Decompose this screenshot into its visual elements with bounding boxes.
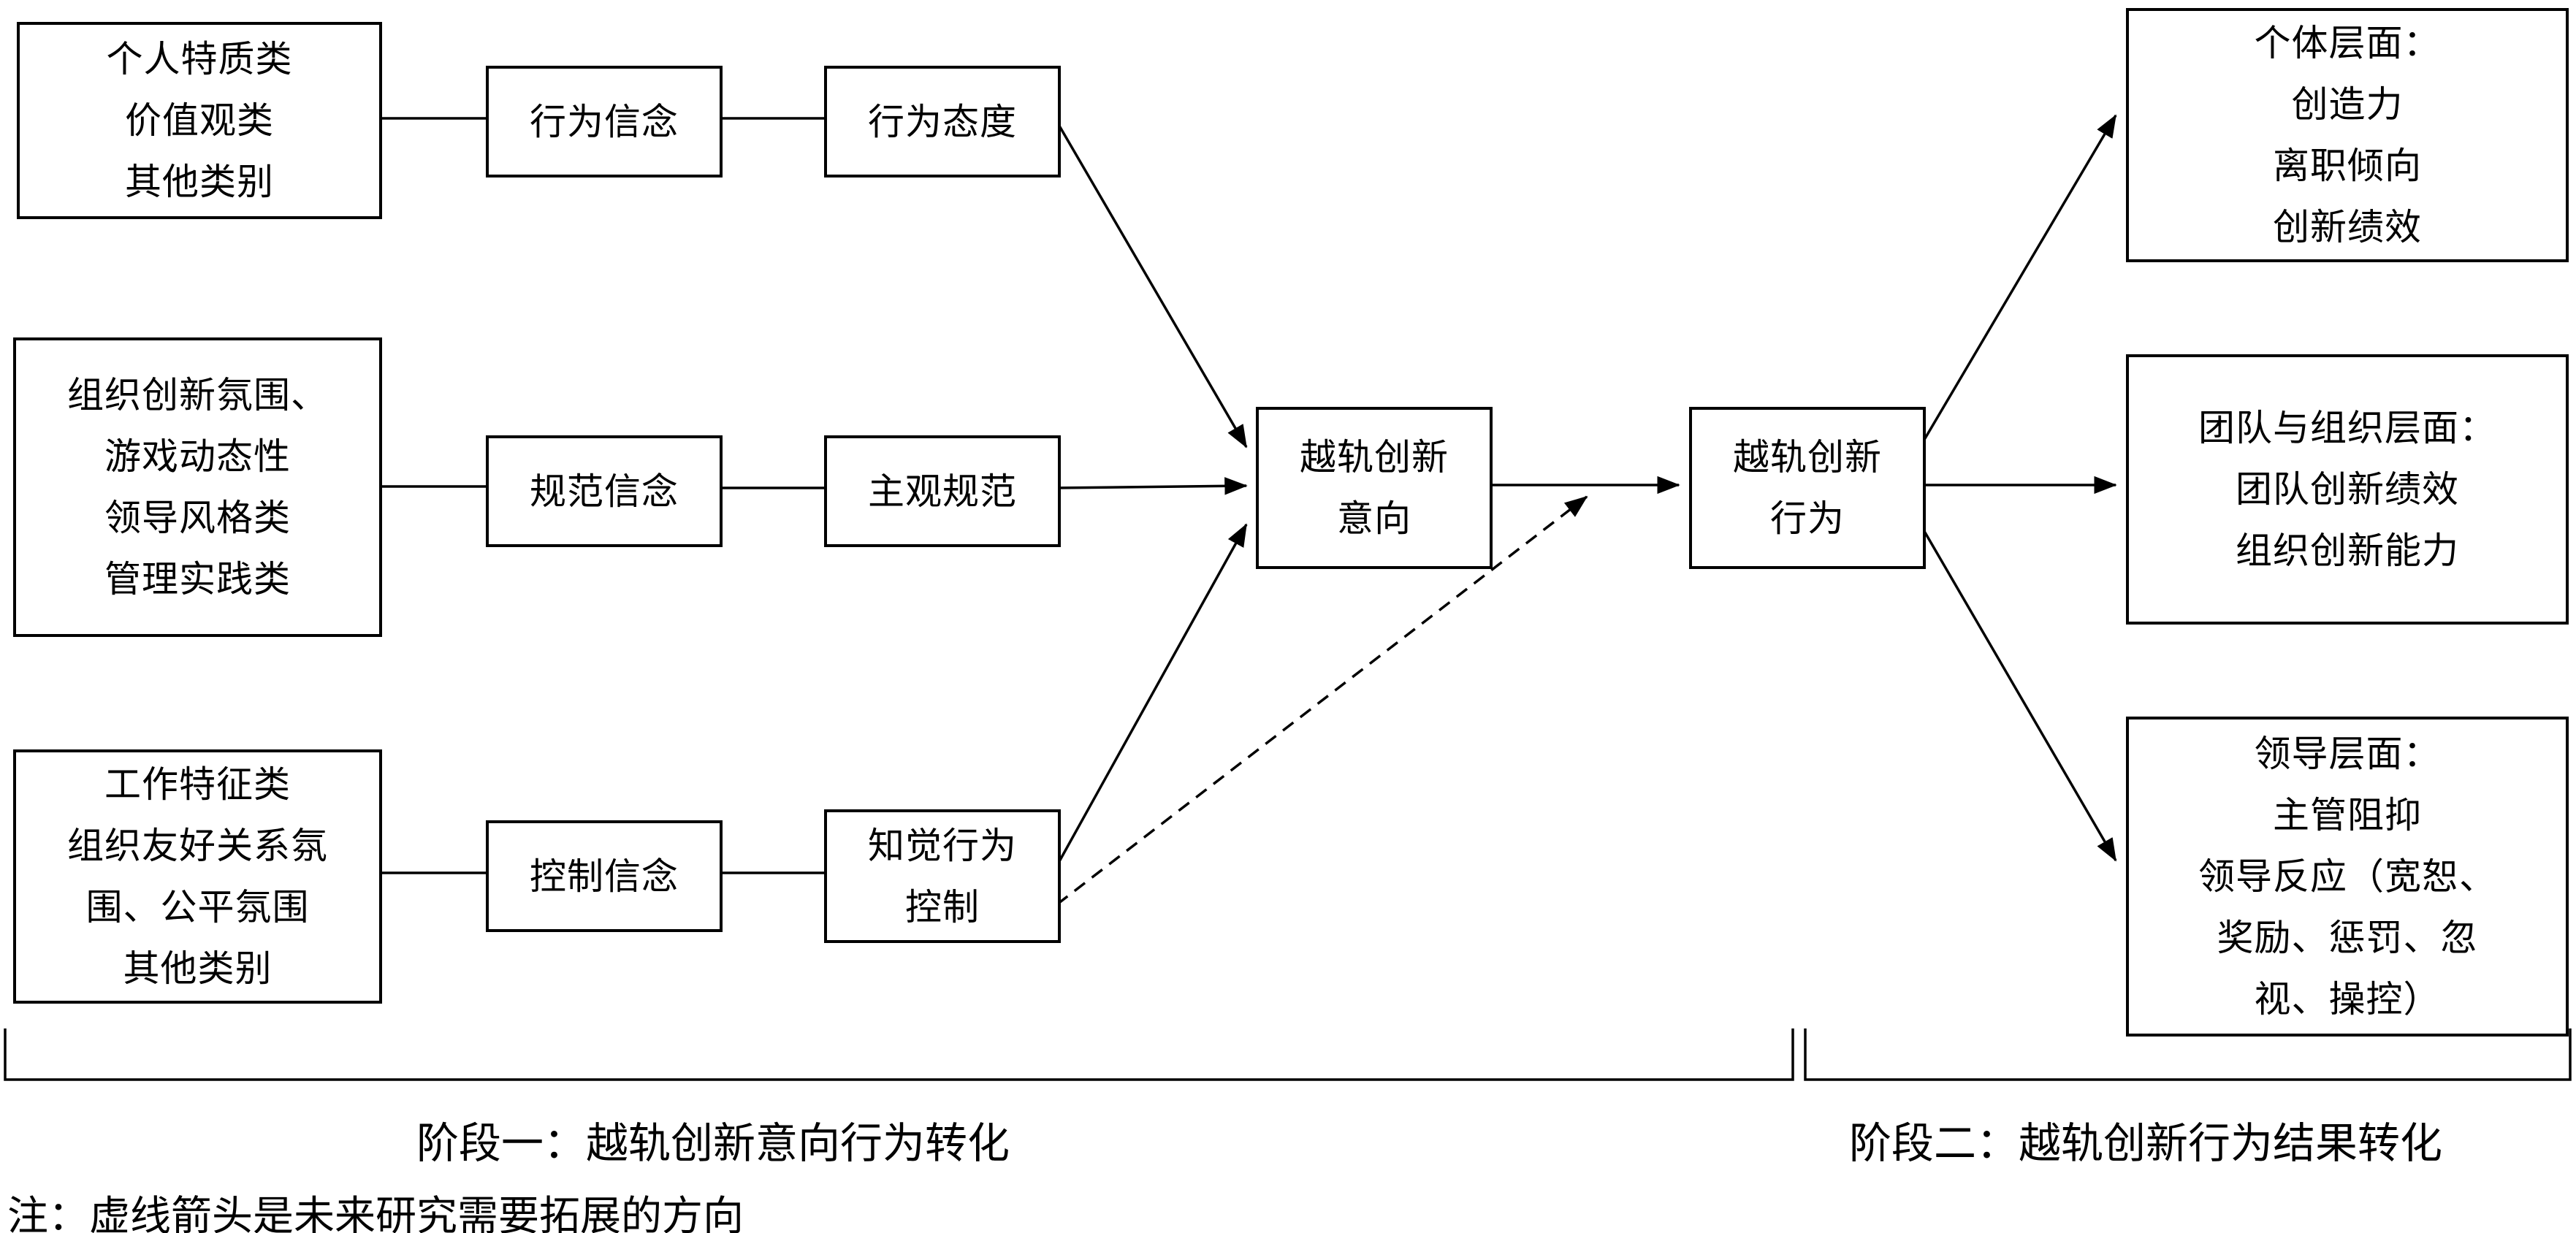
text-line: 价值观类 xyxy=(125,100,274,141)
text-line: 领导风格类 xyxy=(104,497,291,538)
box-control-beliefs: 控制信念 xyxy=(486,820,723,932)
text-line: 其他类别 xyxy=(123,948,273,989)
note-text: 注：虚线箭头是未来研究需要拓展的方向 xyxy=(7,1194,744,1233)
stage1-label: 阶段一：越轨创新意向行为转化 xyxy=(416,1120,1010,1167)
text-line: 意向 xyxy=(1337,498,1411,539)
box-leader-level-outcomes: 领导层面： 主管阻抑 领导反应（宽恕、 奖励、惩罚、忽 视、操控） xyxy=(2126,717,2569,1037)
box-behavioral-beliefs: 行为信念 xyxy=(486,66,723,177)
text-line: 越轨创新 xyxy=(1300,437,1449,478)
text-line: 工作特征类 xyxy=(104,764,291,805)
text-line: 视、操控） xyxy=(2254,979,2441,1020)
text-line: 创造力 xyxy=(2291,84,2404,125)
text-line: 离职倾向 xyxy=(2273,145,2422,186)
text-line: 围、公平氛围 xyxy=(85,887,310,928)
text-line: 行为态度 xyxy=(868,101,1017,142)
text-line: 控制 xyxy=(905,886,980,928)
text-line: 主管阻抑 xyxy=(2273,795,2422,836)
text-line: 管理实践类 xyxy=(104,559,291,600)
box-organizational-antecedents: 组织创新氛围、 游戏动态性 领导风格类 管理实践类 xyxy=(13,337,382,637)
text-line: 主观规范 xyxy=(868,470,1017,512)
text-line: 组织友好关系氛 xyxy=(67,825,328,866)
text-line: 越轨创新 xyxy=(1733,437,1882,478)
box-normative-beliefs: 规范信念 xyxy=(486,435,723,547)
text-line: 控制信念 xyxy=(530,855,679,897)
text-line: 知觉行为 xyxy=(868,825,1017,866)
connector-lines xyxy=(376,117,824,874)
text-line: 团队创新绩效 xyxy=(2236,469,2459,510)
text-line: 组织创新氛围、 xyxy=(67,375,328,416)
text-line: 行为 xyxy=(1770,498,1845,539)
text-line: 团队与组织层面： xyxy=(2198,408,2496,448)
box-personal-antecedents: 个人特质类 价值观类 其他类别 xyxy=(17,22,382,219)
box-attitude: 行为态度 xyxy=(824,66,1061,177)
text-line: 领导层面： xyxy=(2254,733,2441,774)
text-line: 个体层面： xyxy=(2254,23,2441,64)
box-perceived-behavioral-control: 知觉行为 控制 xyxy=(824,809,1061,943)
box-individual-level-outcomes: 个体层面： 创造力 离职倾向 创新绩效 xyxy=(2126,8,2569,262)
dashed-future-research-arrow xyxy=(1056,495,1588,906)
text-line: 组织创新能力 xyxy=(2236,530,2459,571)
box-deviant-innovation-behavior: 越轨创新 行为 xyxy=(1689,407,1926,569)
box-job-antecedents: 工作特征类 组织友好关系氛 围、公平氛围 其他类别 xyxy=(13,749,382,1004)
text-line: 领导反应（宽恕、 xyxy=(2198,856,2496,897)
text-line: 规范信念 xyxy=(530,470,679,512)
text-line: 奖励、惩罚、忽 xyxy=(2217,917,2478,958)
stage2-label: 阶段二：越轨创新行为结果转化 xyxy=(1848,1120,2443,1167)
text-line: 行为信念 xyxy=(530,101,679,142)
box-deviant-innovation-intention: 越轨创新 意向 xyxy=(1256,407,1493,569)
text-line: 游戏动态性 xyxy=(104,436,291,477)
text-line: 创新绩效 xyxy=(2273,207,2422,248)
box-team-org-level-outcomes: 团队与组织层面： 团队创新绩效 组织创新能力 xyxy=(2126,354,2569,625)
text-line: 个人特质类 xyxy=(106,39,293,80)
box-subjective-norm: 主观规范 xyxy=(824,435,1061,547)
solid-arrows xyxy=(1053,114,2117,870)
stage-brackets xyxy=(4,1028,2572,1081)
text-line: 其他类别 xyxy=(125,161,274,202)
